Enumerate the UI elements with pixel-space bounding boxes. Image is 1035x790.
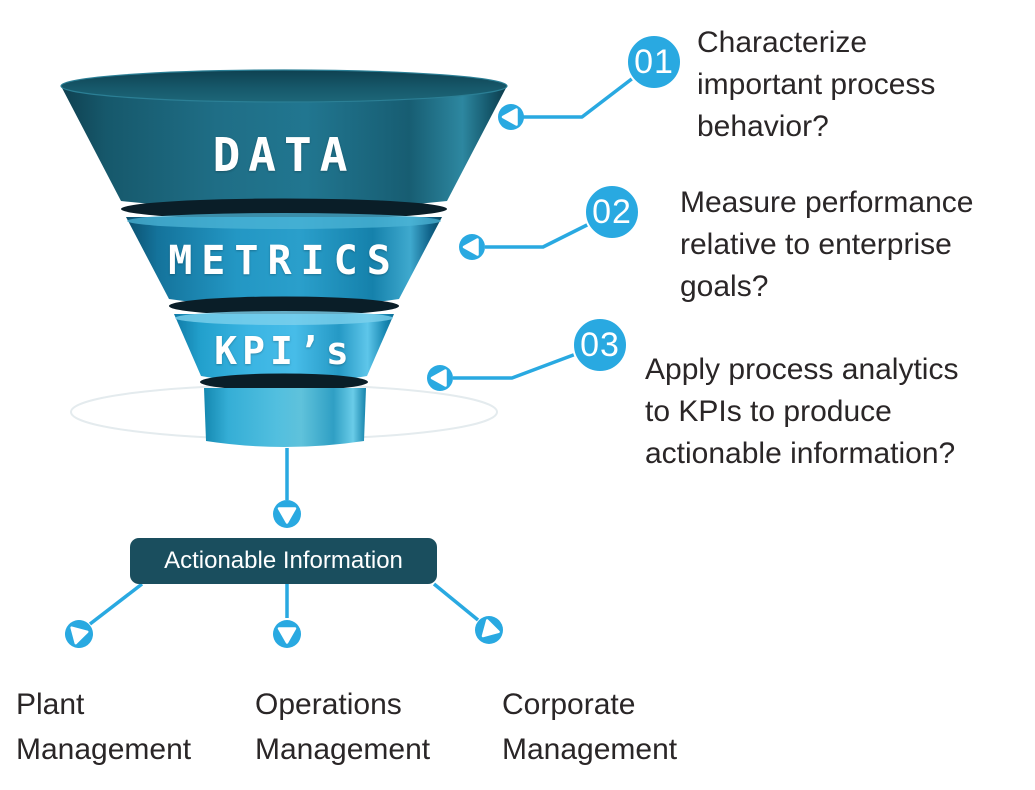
funnel-tier-metrics: [126, 213, 442, 308]
actionable-information-box: Actionable Information: [130, 538, 437, 584]
connector-step-3: [453, 352, 577, 380]
connector-step-1: [523, 76, 635, 119]
destination-label-operations-management: Operations Management: [255, 682, 430, 772]
step-text-line: behavior?: [697, 110, 829, 143]
funnel-label-metrics: METRICS: [168, 238, 400, 284]
step-number-badge-03: 03: [572, 317, 628, 373]
connector-box-to-plant: [88, 582, 144, 626]
connector-box-to-corporate: [432, 582, 480, 622]
destination-line: Corporate: [502, 688, 636, 721]
destination-line: Management: [255, 733, 431, 766]
step-number-badge-02: 02: [584, 184, 640, 240]
funnel-spout: [204, 388, 366, 447]
funnel-label-kpis: KPI’s: [214, 329, 354, 373]
step-text-line: Measure performance: [680, 186, 974, 219]
funnel-tier-kpis: [174, 311, 394, 384]
step-text-03: Apply process analytics to KPIs to produ…: [645, 349, 958, 475]
destination-label-corporate-management: Corporate Management: [502, 682, 677, 772]
funnel-tier-data: [60, 69, 508, 210]
step-number-badge-01: 01: [626, 34, 682, 90]
step-text-line: goals?: [680, 270, 769, 303]
triangle-circle-marker-icon: [498, 104, 524, 130]
destination-line: Management: [502, 733, 678, 766]
step-text-line: relative to enterprise: [680, 228, 952, 261]
step-text-line: actionable information?: [645, 437, 956, 470]
step-text-line: Characterize: [697, 26, 868, 59]
funnel-top-rim: [60, 69, 508, 103]
funnel-label-data: DATA: [212, 128, 356, 182]
triangle-circle-marker-icon: [273, 620, 301, 648]
arrow-markers: [65, 104, 524, 648]
triangle-circle-marker-icon: [427, 365, 453, 391]
destination-line: Plant: [16, 688, 85, 721]
triangle-circle-marker-icon: [65, 620, 93, 648]
destination-line: Management: [16, 733, 192, 766]
destination-line: Operations: [255, 688, 402, 721]
separator-band-3: [200, 373, 368, 391]
separator-band-2: [169, 296, 399, 316]
step-text-02: Measure performance relative to enterpri…: [680, 182, 973, 308]
triangle-circle-marker-icon: [475, 616, 503, 644]
connector-lines: [88, 76, 635, 626]
destination-label-plant-management: Plant Management: [16, 682, 191, 772]
step-text-line: to KPIs to produce: [645, 395, 892, 428]
connector-step-2: [485, 222, 590, 249]
step-text-line: important process: [697, 68, 936, 101]
triangle-circle-marker-icon: [273, 500, 301, 528]
triangle-circle-marker-icon: [459, 234, 485, 260]
step-text-line: Apply process analytics: [645, 353, 959, 386]
step-text-01: Characterize important process behavior?: [697, 22, 935, 148]
